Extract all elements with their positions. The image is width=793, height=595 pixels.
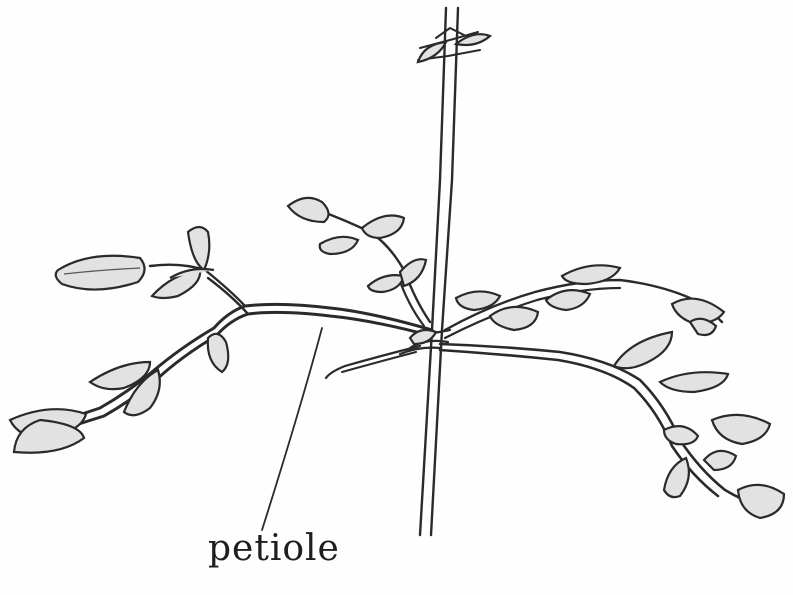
petiole-leader-line — [262, 328, 322, 530]
main-stem — [418, 8, 490, 535]
petiole-label: petiole — [208, 528, 340, 569]
